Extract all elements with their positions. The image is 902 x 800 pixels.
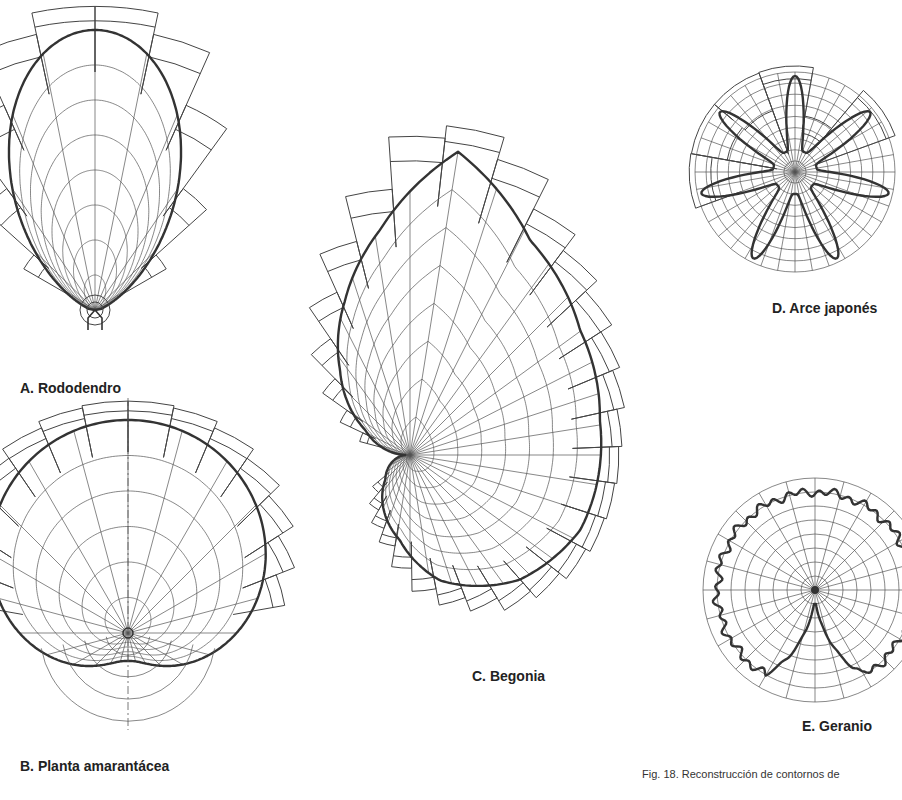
grid-radial [410, 455, 553, 559]
grid-radial [383, 455, 410, 508]
grid-radial [352, 278, 410, 455]
amaranth-figure [0, 398, 295, 730]
figure-label: C. Begonia [470, 668, 547, 684]
grid-radial [128, 431, 182, 633]
grid-radial [410, 331, 581, 455]
grid-radial [0, 554, 128, 634]
grid-radial [43, 54, 95, 310]
grid-radial [410, 297, 568, 455]
figure-label: E. Geranio [800, 718, 874, 734]
grid-radial [410, 152, 458, 455]
grid-radial [815, 590, 902, 591]
grid-radial [410, 394, 599, 455]
step-boxes [309, 126, 624, 611]
grid-radial [410, 455, 411, 555]
grid-radial [795, 172, 895, 173]
grid-radial [815, 493, 871, 590]
grid-radial [410, 189, 497, 455]
step-boxes [0, 401, 295, 614]
grid-radial [375, 236, 410, 455]
grid-radial [95, 189, 178, 310]
leaf-outline [338, 152, 601, 586]
petiole [88, 310, 102, 330]
grid-radial [128, 461, 227, 633]
center-circle [123, 628, 133, 638]
grid-radial [736, 590, 815, 669]
grid-radial [73, 633, 128, 665]
grid-ring [703, 478, 902, 702]
grid-radial [410, 455, 530, 575]
grid-radial [410, 455, 597, 485]
grid-radial [128, 633, 183, 665]
grid-radial [128, 633, 237, 634]
grid-ring [347, 190, 577, 570]
grid-radial [707, 590, 815, 619]
grid-radial [20, 633, 129, 634]
leaf-outline [9, 30, 181, 310]
grid-radial [815, 590, 844, 698]
grid-radial [795, 155, 894, 172]
grid-radial [718, 534, 815, 590]
grid-radial [731, 95, 795, 172]
grid-radial [388, 455, 410, 523]
grid-ring [365, 266, 530, 537]
grid-radial [718, 172, 795, 236]
grid-radial [74, 431, 128, 633]
grid-radial [795, 108, 872, 172]
grid-radial [410, 455, 503, 584]
grid-radial [341, 319, 411, 456]
figure-caption: Fig. 18. Reconstrucción de contornos de [640, 768, 842, 780]
grid-ring [356, 228, 554, 554]
grid-radial [0, 598, 128, 633]
figure-label: B. Planta amarantácea [18, 758, 171, 774]
grid-radial [759, 493, 815, 590]
grid-radial [410, 455, 573, 538]
grid-radial [703, 590, 815, 591]
grid-radial [410, 455, 429, 573]
grid-radial [707, 561, 815, 590]
grid-radial [410, 425, 600, 455]
grid-radial [786, 482, 815, 590]
center-dot [811, 586, 819, 594]
grid-radial [410, 362, 592, 455]
figure-label: A. Rododendro [18, 380, 123, 396]
grid-radial [410, 230, 525, 455]
grid-radial [695, 172, 795, 173]
geranium-figure [703, 478, 902, 702]
grid-radial [795, 172, 796, 272]
grid-radial [410, 264, 549, 455]
grid-radial [795, 72, 796, 172]
leaf-outline [702, 76, 889, 259]
axis-line [128, 398, 129, 730]
grid-radial [815, 561, 902, 590]
grid-radial [410, 191, 411, 455]
grid-radial [410, 455, 601, 456]
grid-radial [759, 590, 815, 687]
leaf-outline [0, 420, 266, 666]
rhododendron-figure [0, 6, 227, 330]
figure-label: D. Arce japonés [770, 300, 879, 316]
step-boxes [0, 6, 227, 297]
maple-figure [689, 66, 895, 272]
grid-radial [410, 455, 588, 513]
step-boxes [689, 66, 895, 208]
begonia-figure [309, 126, 624, 611]
grid-radial [128, 598, 258, 633]
grid-ring [383, 341, 482, 504]
grid-radial [815, 590, 894, 669]
grid-radial [815, 590, 902, 619]
grid-radial [815, 534, 902, 590]
grid-radial [786, 590, 815, 698]
grid-radial [29, 461, 128, 633]
grid-ring [695, 72, 895, 272]
leaf-outline [713, 489, 902, 676]
